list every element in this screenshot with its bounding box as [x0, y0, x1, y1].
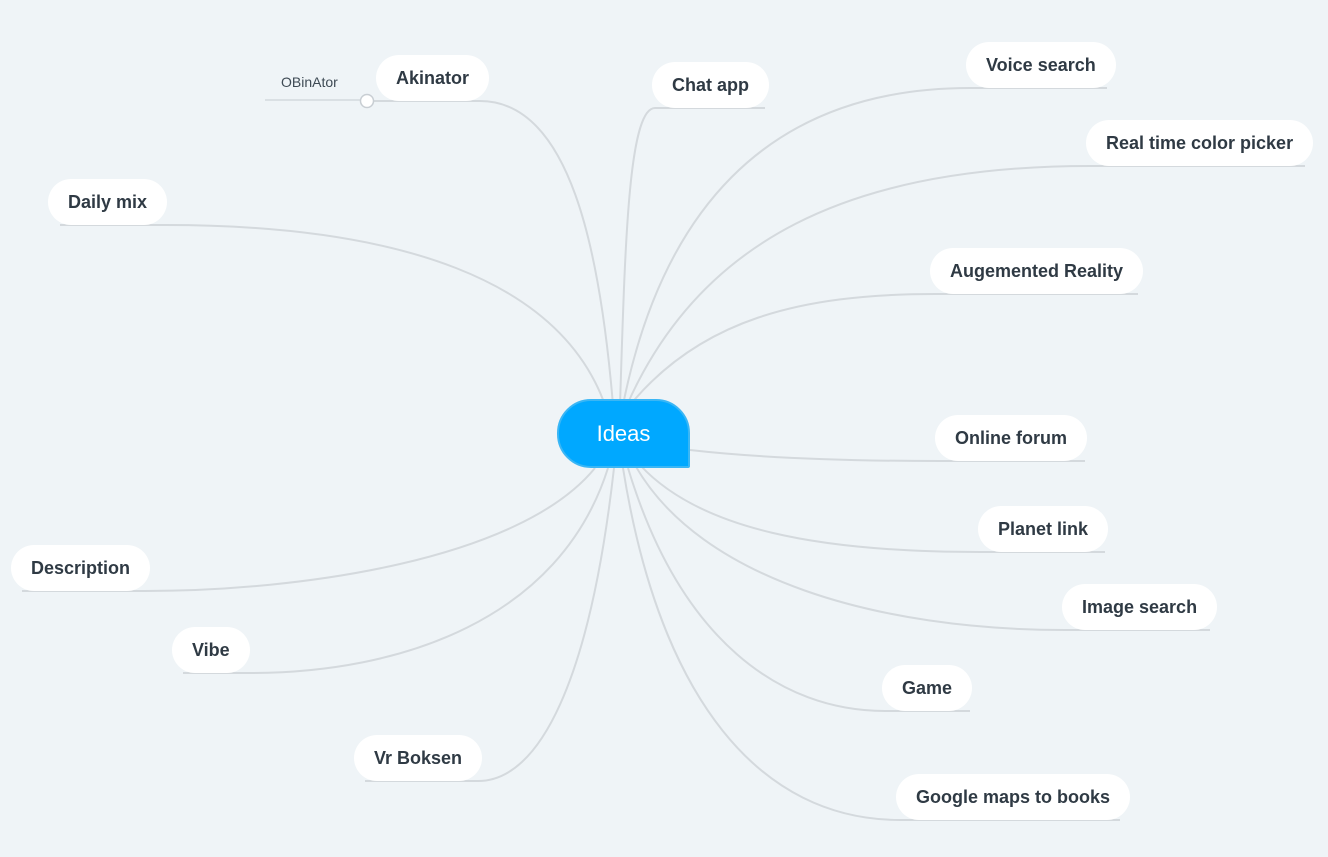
topic-voice-search[interactable]: Voice search	[966, 42, 1116, 88]
branch-line-game	[627, 467, 970, 712]
branch-line-augemented-reality	[629, 293, 1138, 406]
annotation-connector-handle	[359, 93, 375, 109]
central-topic[interactable]: Ideas	[557, 399, 690, 468]
branch-line-image-search	[634, 464, 1210, 631]
branch-line-real-time-color-picker	[626, 165, 1305, 406]
topic-chat-app[interactable]: Chat app	[652, 62, 770, 108]
branch-line-chat-app	[619, 107, 765, 406]
branch-line-planet-link	[639, 464, 1105, 553]
topic-planet-link[interactable]: Planet link	[978, 506, 1109, 552]
topic-description[interactable]: Description	[11, 545, 151, 591]
topic-game[interactable]: Game	[882, 665, 973, 711]
branch-line-vr-boksen	[365, 467, 615, 782]
branch-line-vibe	[183, 467, 609, 674]
branch-line-online-forum	[689, 449, 1085, 462]
topic-annotation-obinator[interactable]: OBinAtor	[281, 74, 338, 90]
branch-line-daily-mix	[60, 224, 606, 406]
topic-real-time-color-picker[interactable]: Real time color picker	[1086, 120, 1314, 166]
topic-image-search[interactable]: Image search	[1062, 584, 1218, 630]
branch-line-google-maps-to-books	[622, 467, 1120, 821]
branch-line-description	[22, 467, 596, 592]
branch-line-akinator	[366, 100, 614, 406]
topic-akinator[interactable]: Akinator	[376, 55, 490, 101]
topic-online-forum[interactable]: Online forum	[935, 415, 1087, 461]
branch-line-voice-search	[622, 87, 1107, 406]
topic-augemented-reality[interactable]: Augemented Reality	[930, 248, 1144, 294]
topic-vr-boksen[interactable]: Vr Boksen	[354, 735, 483, 781]
topic-google-maps-to-books[interactable]: Google maps to books	[896, 774, 1131, 820]
topic-vibe[interactable]: Vibe	[172, 627, 250, 673]
topic-daily-mix[interactable]: Daily mix	[48, 179, 168, 225]
